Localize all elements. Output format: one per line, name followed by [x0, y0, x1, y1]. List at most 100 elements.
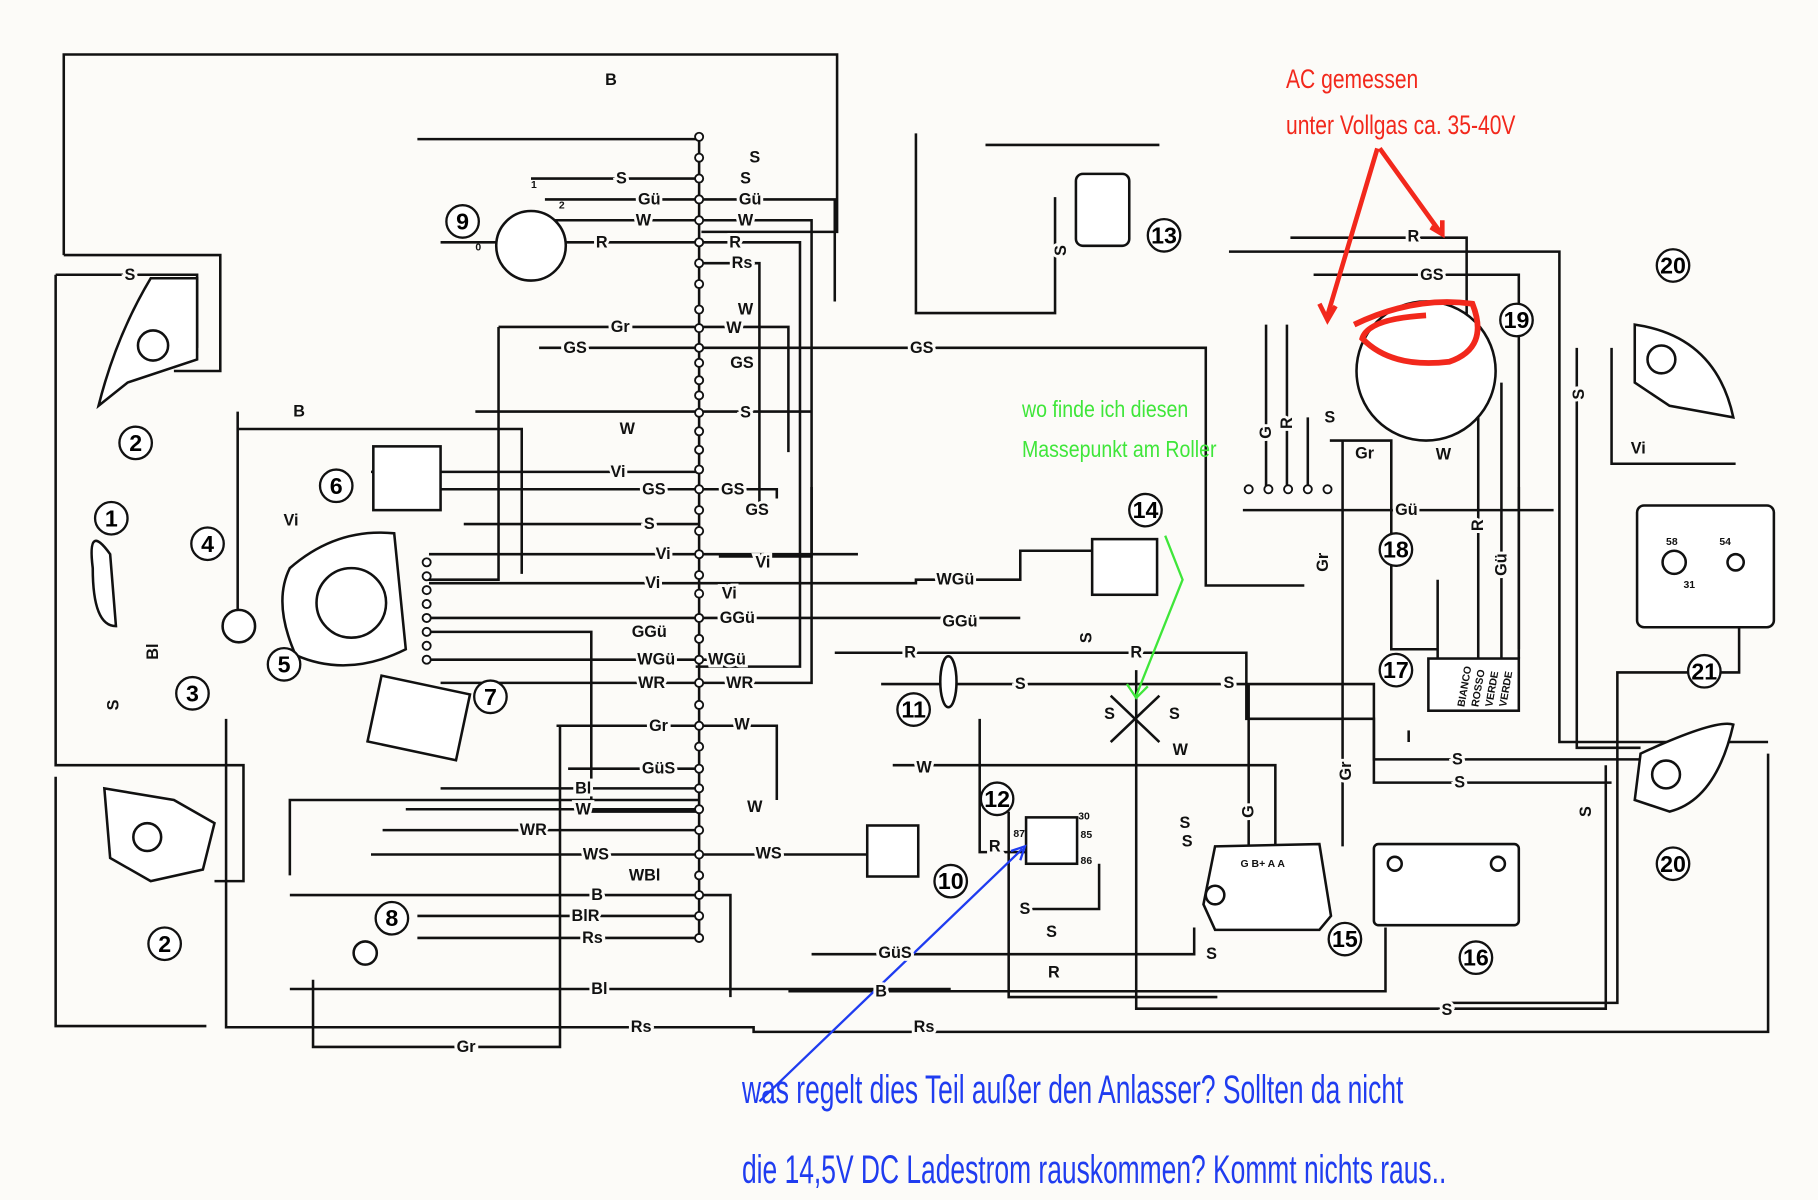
speedo-dial — [315, 566, 388, 639]
connector-dot — [694, 612, 705, 623]
wire — [311, 724, 562, 1049]
connector-dot — [1302, 484, 1313, 495]
wire-label: W — [1173, 741, 1189, 759]
wire-label: R — [989, 837, 1001, 855]
blue-arrow — [758, 844, 1027, 1103]
number-circle — [1378, 532, 1414, 567]
wire-label: GS — [1420, 266, 1444, 284]
number-circle — [1458, 940, 1494, 976]
wire-label: S — [124, 266, 135, 284]
connector-dot — [694, 910, 705, 921]
wire-label: Gr — [1355, 444, 1375, 462]
plus-terminal-icon — [1386, 855, 1403, 872]
wire-label: W — [738, 301, 754, 319]
connector-dot — [694, 588, 705, 599]
component-number: 8 — [374, 900, 410, 936]
component-number-text: 16 — [1463, 945, 1489, 971]
connector-dot — [694, 699, 705, 710]
wire — [1449, 568, 1741, 1005]
wire-label: Gr — [649, 717, 669, 735]
wire-label: Gr — [1337, 761, 1355, 781]
wire-label: Gü — [739, 190, 762, 208]
wire — [428, 549, 1096, 585]
component-number: 2 — [118, 425, 154, 461]
wire-label: S — [1052, 245, 1070, 256]
wire-label: Vi — [645, 574, 660, 592]
wire-label: R — [1130, 644, 1142, 662]
connector-dot — [694, 342, 705, 353]
connector-dot — [421, 654, 432, 665]
connector-dot — [421, 571, 432, 582]
wire-label: S — [1179, 814, 1190, 832]
number-circle — [445, 204, 480, 239]
component-number: 11 — [896, 692, 931, 727]
wire-label: WR — [638, 674, 665, 692]
cdi-17 — [1427, 657, 1521, 712]
annotation-ac-measured: AC gemessen — [1286, 64, 1419, 94]
bulb-icon — [136, 329, 170, 362]
bulb-4 — [221, 608, 257, 644]
wire-label: Gr — [1314, 552, 1332, 572]
component-number-text: 8 — [385, 905, 398, 931]
horn-terminal-58: 58 — [1666, 537, 1678, 548]
wire-label: WS — [756, 844, 782, 862]
wire-label: Gü — [1395, 501, 1418, 519]
component-number-text: 15 — [1332, 926, 1358, 952]
component-number: 4 — [190, 526, 225, 562]
wire — [224, 718, 1770, 1034]
wire — [1134, 670, 1608, 1010]
wire-label: S — [740, 404, 751, 422]
number-circle — [1378, 652, 1414, 688]
wire — [62, 53, 839, 256]
ignition-coil-13 — [1074, 172, 1131, 248]
number-circle — [1146, 217, 1182, 253]
number-circle — [896, 692, 931, 727]
wire-label: WBl — [629, 866, 661, 884]
wire-label: WGü — [708, 651, 746, 669]
component-number: 16 — [1458, 940, 1494, 976]
wire-label: S — [616, 170, 627, 188]
wire-label: G — [1240, 805, 1258, 818]
relay-terminal-85: 85 — [1081, 830, 1093, 841]
wire-label: Bl — [591, 980, 607, 998]
component-number: 17 — [1378, 652, 1414, 688]
component-number: 13 — [1146, 217, 1182, 253]
connector-dot — [694, 654, 705, 665]
wire-label: GGü — [720, 609, 755, 627]
number-circle — [1655, 846, 1691, 882]
connector-dot — [694, 152, 705, 163]
wire — [914, 133, 1057, 315]
number-circle — [374, 900, 410, 936]
component-number: 19 — [1499, 302, 1534, 338]
number-circle — [1327, 921, 1363, 957]
wire-label: S — [1182, 833, 1193, 851]
component-number-text: 2 — [158, 931, 171, 957]
wire-label: GS — [910, 339, 934, 357]
connector-dot — [694, 825, 705, 836]
component-number: 10 — [933, 863, 969, 899]
connector-dot — [694, 357, 705, 368]
connector-dot — [1243, 484, 1254, 495]
wire-label: GS — [563, 339, 587, 357]
number-circle — [1655, 248, 1691, 283]
annotation-ground-question-2: Massepunkt am Roller — [1022, 436, 1217, 462]
key-pos-2: 2 — [559, 201, 565, 212]
regulator-terminals: G B+ A A — [1241, 859, 1286, 870]
ignition-switch-9 — [494, 209, 568, 282]
number-circle — [147, 926, 183, 962]
wire-label: R — [904, 644, 916, 662]
wire — [1024, 863, 1101, 911]
bulb-icon — [1726, 552, 1746, 572]
connector-dot — [694, 375, 705, 386]
components: G B+ A A 87 30 85 86 BIANCO ROSSO VERDE … — [90, 147, 1776, 1103]
number-circle — [190, 526, 225, 562]
wire-label: Rs — [582, 929, 603, 947]
component-number: 18 — [1378, 532, 1414, 567]
wire-label: GüS — [642, 760, 676, 778]
wire — [237, 427, 524, 574]
wire — [811, 927, 1196, 956]
wires — [54, 53, 1770, 1049]
component-number-text: 7 — [484, 684, 497, 710]
component-number-text: 21 — [1691, 658, 1717, 684]
